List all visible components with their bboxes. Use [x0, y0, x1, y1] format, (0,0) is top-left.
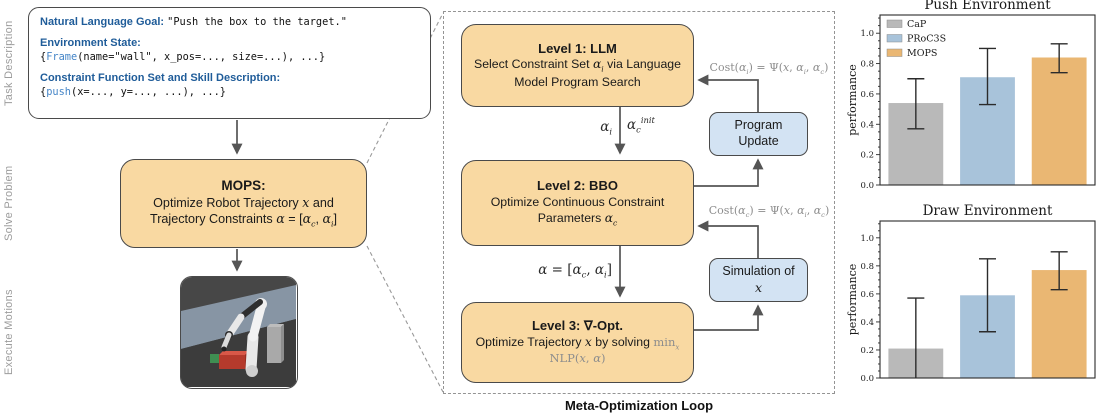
robot-arm [221, 298, 267, 377]
level2-body: Optimize Continuous Constraint Parameter… [490, 194, 665, 228]
legend-label-PRoC3S: PRoC3S [907, 34, 946, 45]
goal-value: "Push the box to the target." [167, 16, 347, 28]
level1-title: Level 1: LLM [538, 40, 617, 56]
goal-label: Natural Language Goal: [40, 16, 165, 28]
push-environment-chart: Push Environment performance 0.0 0.2 0.4 0.6 0… [846, 0, 1096, 191]
y-tick-label: 0.2 [860, 346, 874, 356]
zoom-line-bottom [366, 245, 444, 393]
y-tick-label: 0.0 [860, 181, 874, 191]
environment-state-code: {Frame(name="wall", x_pos=..., size=...)… [40, 50, 419, 65]
mops-title: MOPS: [221, 178, 266, 194]
constraint-set-label: Constraint Function Set and Skill Descri… [40, 71, 281, 84]
y-tick-label: 0.2 [860, 151, 874, 161]
arrow-simulation-to-level2 [697, 220, 759, 258]
draw-environment-chart: Draw Environment performance 0.0 0.2 0.4 0.6 0… [846, 203, 1096, 384]
y-axis-label: performance [846, 264, 859, 336]
y-tick-label: 0.8 [860, 60, 874, 70]
arrow-level2-to-program-update [694, 158, 764, 187]
gray-block [267, 324, 284, 363]
level1-llm-box: Level 1: LLM Select Constraint Set αi vi… [461, 24, 694, 107]
alpha-full-label: α = [αc, αi] [538, 262, 612, 280]
chart-title: Draw Environment [923, 203, 1053, 219]
legend-swatch-MOPS [886, 48, 903, 57]
level2-title: Level 2: BBO [537, 178, 618, 194]
y-tick-label: 0.4 [860, 318, 874, 328]
axes-frame [879, 14, 1096, 186]
y-tick-label: 1.0 [860, 29, 874, 39]
y-tick-label: 0.6 [860, 290, 874, 300]
mops-box: MOPS: Optimize Robot Trajectory x and Tr… [120, 159, 367, 248]
cost-alpha-i-label: Cost(αi) = Ψ(x, αi, αc) [709, 61, 829, 77]
arrow-level3-to-simulation [694, 304, 764, 331]
y-tick-label: 0.6 [860, 90, 874, 100]
level3-gradient-box: Level 3: ∇-Opt. Optimize Trajectory x by… [461, 302, 694, 383]
code-open-brace: { [40, 51, 47, 64]
task-description-box: Natural Language Goal: "Push the box to … [28, 7, 431, 119]
robot-simulation-image [180, 276, 298, 389]
level3-title: Level 3: ∇-Opt. [531, 317, 624, 333]
level3-nlp-math: minx NLP(x, α) [549, 334, 680, 366]
chart-bar-MOPS [1031, 57, 1087, 185]
level3-body: Optimize Trajectory x by solving minx NL… [472, 335, 683, 367]
y-tick-label: 0.8 [860, 262, 874, 272]
green-target-cube [210, 354, 219, 363]
alpha-i-label: αi [600, 119, 612, 137]
simulation-box: Simulation of x [709, 258, 808, 302]
level1-body: Select Constraint Set αi via Language Mo… [474, 57, 681, 89]
red-box [219, 351, 249, 369]
y-tick-label: 0.4 [860, 120, 874, 130]
meta-optimization-caption: Meta-Optimization Loop [564, 398, 714, 413]
meta-optimization-frame [443, 11, 835, 394]
code-rest: (x=..., y=..., ...), ...} [71, 86, 226, 99]
program-update-box: Program Update [709, 112, 808, 156]
y-tick-label: 1.0 [860, 234, 874, 244]
code-open-brace: { [40, 86, 47, 99]
environment-state-label: Environment State: [40, 36, 141, 49]
level3-body-text: Optimize Trajectory x by solving [475, 334, 654, 349]
y-tick-label: 0.0 [860, 374, 874, 384]
legend-label-MOPS: MOPS [907, 48, 937, 59]
goal-line: Natural Language Goal: "Push the box to … [40, 15, 419, 30]
level2-bbo-box: Level 2: BBO Optimize Continuous Constra… [461, 160, 694, 246]
code-rest: (name="wall", x_pos=..., size=...), ...} [77, 51, 326, 64]
y-axis-label: performance [846, 64, 859, 136]
code-keyword-push: push [46, 86, 72, 99]
axes-frame [879, 220, 1096, 379]
mops-body: Optimize Robot Trajectory x and Trajecto… [150, 194, 337, 229]
code-keyword-frame: Frame [46, 51, 78, 64]
constraint-set-code: {push(x=..., y=..., ...), ...} [40, 85, 419, 100]
cost-alpha-c-label: Cost(αc) = Ψ(x, αi, αc) [708, 204, 830, 220]
legend-swatch-CaP [886, 19, 903, 28]
robot-scene [181, 277, 296, 387]
alpha-c-init-label: αcinit [627, 115, 655, 135]
legend-label-CaP: CaP [907, 19, 927, 30]
legend-swatch-PRoC3S [886, 34, 903, 43]
chart-title: Push Environment [924, 0, 1051, 13]
arrow-program-update-to-level1 [697, 74, 759, 112]
